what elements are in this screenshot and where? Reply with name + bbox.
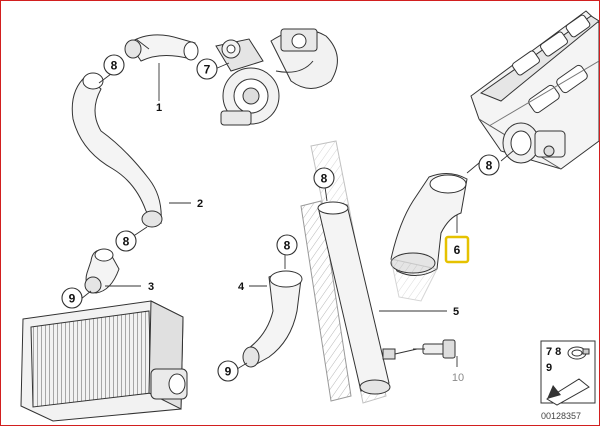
intake-manifold [470, 10, 599, 170]
legend-row-2: 9 [546, 362, 552, 374]
callout-8-top: 8 [103, 54, 125, 76]
legend-box: 7 8 9 [540, 340, 596, 406]
svg-text:9: 9 [69, 292, 76, 306]
diagram-code: 00128357 [541, 411, 581, 421]
svg-text:8: 8 [111, 59, 118, 73]
svg-text:8: 8 [123, 235, 130, 249]
arrow-icon [546, 378, 590, 406]
svg-text:8: 8 [486, 159, 493, 173]
svg-text:6: 6 [454, 243, 461, 257]
hose-4 [242, 270, 303, 368]
callout-8-lower: 8 [276, 234, 298, 256]
hose-6 [390, 173, 468, 302]
hose-clamp-icon [567, 346, 590, 360]
hose-3 [84, 248, 120, 294]
legend-row-1: 7 8 [546, 346, 561, 358]
hose-1 [124, 34, 199, 62]
callout-8-right: 8 [478, 154, 500, 176]
svg-text:9: 9 [225, 365, 232, 379]
callout-6-highlight[interactable]: 6 [444, 235, 470, 264]
svg-text:8: 8 [321, 172, 328, 186]
callout-8-mid: 8 [313, 167, 335, 189]
callout-9-left: 9 [61, 287, 83, 309]
label-3: 3 [148, 281, 154, 293]
intercooler [20, 300, 188, 422]
callout-8-left: 8 [115, 230, 137, 252]
label-10: 10 [452, 372, 464, 384]
turbocharger [215, 28, 338, 126]
throttle-body [502, 122, 566, 164]
label-1: 1 [156, 102, 162, 114]
label-5: 5 [453, 306, 459, 318]
svg-text:8: 8 [284, 239, 291, 253]
label-4: 4 [238, 281, 245, 293]
callout-7-turbo: 7 [196, 58, 218, 80]
hose-2 [71, 72, 163, 228]
svg-text:7: 7 [204, 63, 211, 77]
label-2: 2 [197, 198, 203, 210]
sensor-10 [413, 339, 456, 359]
callout-9-bottom: 9 [217, 360, 239, 382]
